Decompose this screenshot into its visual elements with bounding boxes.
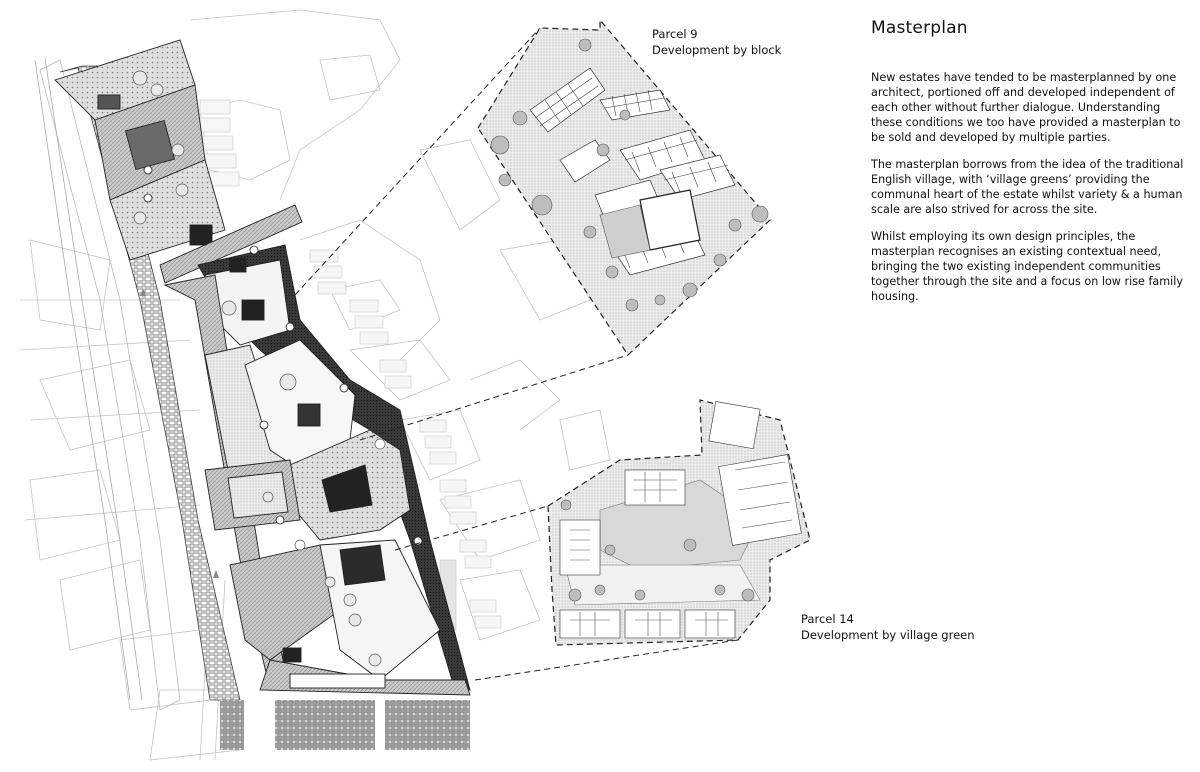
context-housing-rows xyxy=(199,99,502,631)
north-arrows xyxy=(140,288,219,578)
description: New estates have tended to be masterplan… xyxy=(871,70,1189,316)
paragraph-2: The masterplan borrows from the idea of … xyxy=(871,158,1184,216)
parking-rows xyxy=(220,700,470,750)
parcel-14-plan xyxy=(547,399,811,646)
parcel-9-name: Parcel 9 xyxy=(652,27,698,41)
site-markers xyxy=(143,165,423,546)
parcel-9-plan xyxy=(477,18,771,356)
parcel-14-name: Parcel 14 xyxy=(801,612,854,626)
leader-lines xyxy=(294,27,739,681)
parcel-9-caption: Development by block xyxy=(652,43,782,57)
paragraph-3: Whilst employing its own design principl… xyxy=(871,230,1184,303)
page-title: Masterplan xyxy=(871,18,968,38)
site-plan xyxy=(54,39,471,696)
parcel-14-caption: Development by village green xyxy=(801,628,975,642)
parcel-9-label: Parcel 9 Development by block xyxy=(652,26,781,58)
paragraph-1: New estates have tended to be masterplan… xyxy=(871,71,1181,144)
site-trees xyxy=(132,70,386,667)
parcel-14-label: Parcel 14 Development by village green xyxy=(801,611,975,643)
